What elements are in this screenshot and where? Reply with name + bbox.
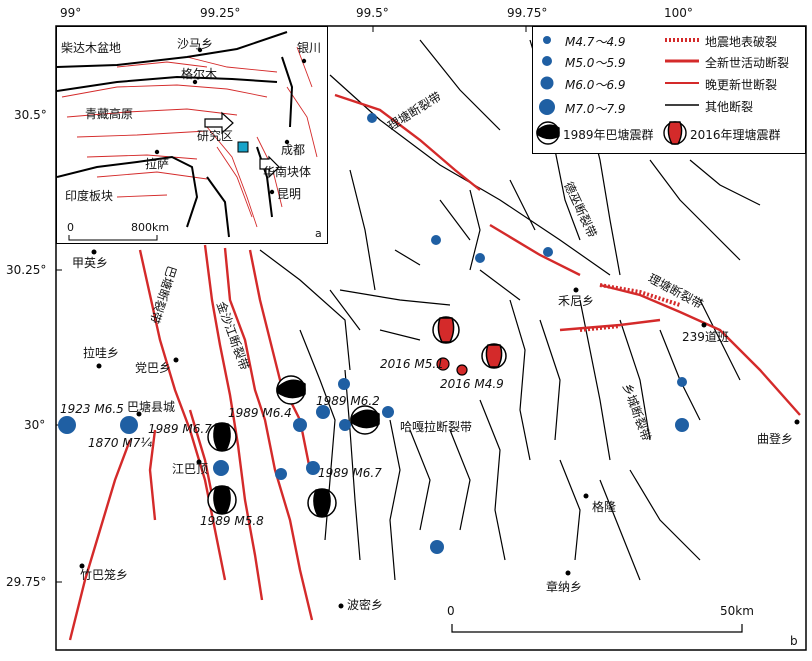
legend-swarm-2016: 2016年理塘震群	[690, 128, 781, 142]
eq-1989-62: 1989 M6.2	[316, 394, 380, 408]
town-qudeng: 曲登乡	[757, 432, 794, 446]
eq-2016-49: 2016 M4.9	[440, 377, 504, 391]
scale-start: 0	[447, 604, 455, 618]
legend-other: 其他断裂	[705, 100, 754, 114]
inset-panel-label: a	[315, 227, 322, 240]
legend-symbols	[536, 36, 699, 145]
map-frame	[55, 25, 807, 651]
town-zhangna: 章纳乡	[546, 580, 583, 594]
legend-m70: M7.0～7.9	[565, 102, 626, 116]
lon-tick-99-75: 99.75°	[507, 6, 548, 20]
lon-tick-100: 100°	[664, 6, 693, 20]
lat-tick-30: 30°	[24, 418, 46, 432]
legend-m50: M5.0～5.9	[565, 56, 626, 70]
inset-label-lhasa: 拉萨	[145, 157, 170, 171]
inset-scale-end: 800km	[131, 221, 170, 234]
legend: M4.7～4.9 M5.0～5.9 M6.0～6.9 M7.0～7.9 地震地表…	[532, 26, 806, 154]
town-zhubalong: 竹巴笼乡	[80, 568, 129, 582]
focal-mechanisms	[207, 316, 507, 518]
lon-tick-99-25: 99.25°	[200, 6, 241, 20]
main-scale-bar	[451, 624, 743, 633]
town-gelong: 格隆	[592, 500, 617, 514]
red-faults	[68, 93, 801, 641]
lat-tick-29-75: 29.75°	[6, 575, 47, 589]
legend-m60: M6.0～6.9	[565, 78, 626, 92]
legend-m47: M4.7～4.9	[565, 35, 626, 49]
town-bomi: 波密乡	[347, 598, 384, 612]
legend-late-pleist: 晚更新世断裂	[705, 78, 778, 92]
town-dots	[79, 249, 800, 609]
inset-label-tibet-plateau: 青藏高原	[85, 107, 134, 121]
town-batang: 巴塘县城	[127, 400, 176, 414]
inset-label-indian-plate: 印度板块	[65, 189, 114, 203]
inset-label-qaidam: 柴达木盆地	[61, 41, 122, 55]
eq-1870: 1870 M7¼	[88, 436, 152, 450]
town-daoban: 239道班	[682, 330, 729, 344]
town-laza: 拉哇乡	[83, 346, 120, 360]
inset-label-shamaxiang: 沙马乡	[177, 37, 214, 51]
inset-label-chengdu: 成都	[281, 143, 306, 157]
town-jiangbading: 江巴顶	[172, 462, 209, 476]
inset-label-kunming: 昆明	[277, 187, 302, 201]
main-panel-label: b	[790, 634, 798, 648]
lon-tick-99: 99°	[60, 6, 82, 20]
lat-tick-30-25: 30.25°	[6, 263, 47, 277]
inset-label-yinchuan: 银川	[297, 41, 322, 55]
scale-end: 50km	[720, 604, 754, 618]
eq-1923: 1923 M6.5	[60, 402, 124, 416]
inset-map: 柴达木盆地 沙马乡 银川 格尔木 青藏高原 研究区 成都 拉萨 华南块体 昆明 …	[56, 26, 328, 244]
eq-2016-51: 2016 M5.1	[380, 357, 444, 371]
inset-label-golmud: 格尔木	[181, 67, 218, 81]
eq-1989-58: 1989 M5.8	[200, 514, 264, 528]
eq-1989-67b: 1989 M6.7	[318, 466, 382, 480]
legend-surface-rupture: 地震地表破裂	[705, 35, 778, 49]
eq-1989-67a: 1989 M6.7	[148, 422, 212, 436]
town-dangba: 党巴乡	[135, 361, 172, 375]
inset-canvas	[57, 31, 318, 241]
eq-1989-64: 1989 M6.4	[228, 406, 292, 420]
lon-tick-99-5: 99.5°	[356, 6, 389, 20]
inset-scale-start: 0	[67, 221, 74, 234]
town-jiaying: 甲英乡	[72, 256, 109, 270]
label-hegala-fault: 哈嘎拉断裂带	[400, 420, 473, 434]
lat-tick-30-5: 30.5°	[14, 108, 47, 122]
inset-label-south-china: 华南块体	[263, 165, 312, 179]
quake-dots	[58, 113, 689, 554]
2016-epicenters	[436, 357, 468, 376]
inset-label-study-area: 研究区	[197, 129, 234, 143]
legend-swarm-1989: 1989年巴塘震群	[563, 128, 654, 142]
surface-rupture	[579, 283, 681, 332]
legend-holocene: 全新世活动断裂	[705, 56, 790, 70]
town-heni: 禾尼乡	[558, 294, 595, 308]
